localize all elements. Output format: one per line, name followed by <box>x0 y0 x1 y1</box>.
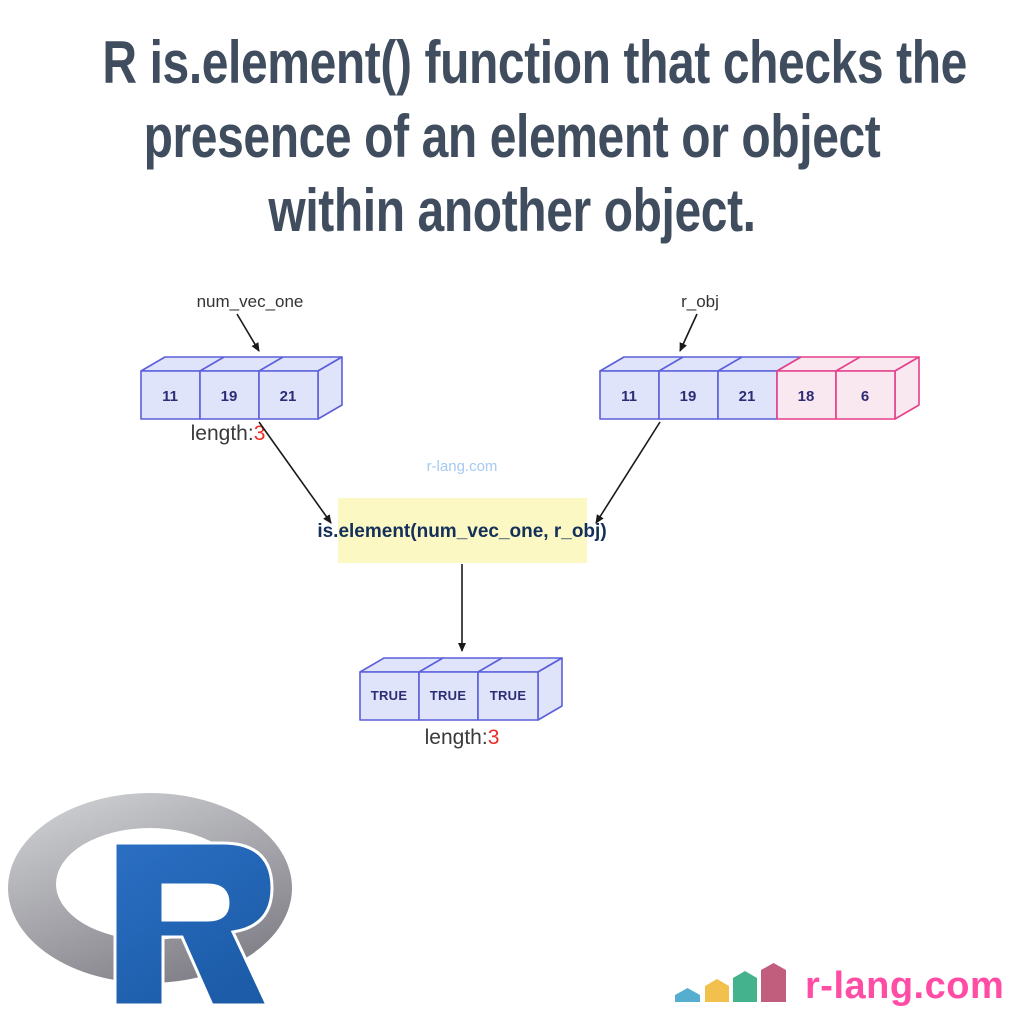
cell-value: 21 <box>739 388 756 405</box>
growth-houses-icon <box>675 963 786 1002</box>
r-logo <box>8 793 292 1007</box>
cell-value: 11 <box>621 388 637 405</box>
vector-name-label: r_obj <box>681 292 719 311</box>
top-divider <box>477 657 503 673</box>
r-logo-letter <box>113 841 274 1007</box>
arrow-num-vec-one-to-function <box>258 421 332 524</box>
site-name: r-lang.com <box>805 965 1004 1007</box>
cell <box>717 370 778 420</box>
cell <box>258 370 319 420</box>
length-label: length:3 <box>425 726 500 749</box>
label-arrow-icon <box>679 313 698 352</box>
arrow-r-obj-to-function <box>595 421 661 524</box>
vector-num-vec-one: num_vec_one 11 19 21 length:3 <box>140 292 343 445</box>
cell-value: TRUE <box>371 688 408 703</box>
length-text: length: <box>425 726 488 749</box>
cell-value: 11 <box>162 388 178 405</box>
cell <box>140 370 201 420</box>
function-box: is.element(num_vec_one, r_obj) <box>317 498 607 563</box>
cell-highlighted <box>776 370 837 420</box>
house-bar-blue <box>675 988 700 1002</box>
length-text: length: <box>191 422 254 445</box>
cell-value: 19 <box>221 388 238 405</box>
top-divider <box>658 356 684 372</box>
top-divider <box>835 356 861 372</box>
length-value: 3 <box>254 422 266 445</box>
vector-top-face-blue <box>599 356 802 372</box>
is-element-diagram: num_vec_one 11 19 21 length:3 r_obj 11 1… <box>140 292 920 749</box>
function-call-label: is.element(num_vec_one, r_obj) <box>317 521 606 542</box>
cell <box>359 671 420 721</box>
vector-top-face <box>140 356 343 372</box>
house-bar-pink <box>761 963 786 1002</box>
vector-name-label: num_vec_one <box>197 292 304 311</box>
top-divider <box>418 657 444 673</box>
vector-result: TRUE TRUE TRUE length:3 <box>359 657 563 749</box>
cell-highlighted <box>835 370 896 420</box>
vector-r-obj: r_obj 11 19 21 18 6 <box>599 292 920 420</box>
cell <box>599 370 660 420</box>
title-line-1: R is.element() function that checks the <box>102 29 967 96</box>
length-value: 3 <box>488 726 500 749</box>
title-line-3: within another object. <box>268 177 756 244</box>
cell-value: TRUE <box>430 688 467 703</box>
cell-value: 18 <box>798 388 815 405</box>
house-bar-green <box>733 971 757 1002</box>
house-bar-yellow <box>705 979 729 1002</box>
cell-value: 21 <box>280 388 297 405</box>
watermark-text: r-lang.com <box>427 458 498 475</box>
cell <box>658 370 719 420</box>
footer-brand: r-lang.com <box>675 963 1004 1007</box>
vector-top-face <box>359 657 563 673</box>
length-label: length:3 <box>191 422 266 445</box>
page-title: R is.element() function that checks the … <box>0 26 1024 248</box>
function-box-bg <box>338 498 587 563</box>
top-divider <box>258 356 284 372</box>
top-divider <box>717 356 743 372</box>
title-line-2: presence of an element or object <box>143 103 881 170</box>
cell-value: 19 <box>680 388 697 405</box>
cell <box>477 671 539 721</box>
top-divider <box>199 356 225 372</box>
cell-value: TRUE <box>490 688 527 703</box>
label-arrow-icon <box>236 313 260 352</box>
cell-value: 6 <box>861 388 869 405</box>
